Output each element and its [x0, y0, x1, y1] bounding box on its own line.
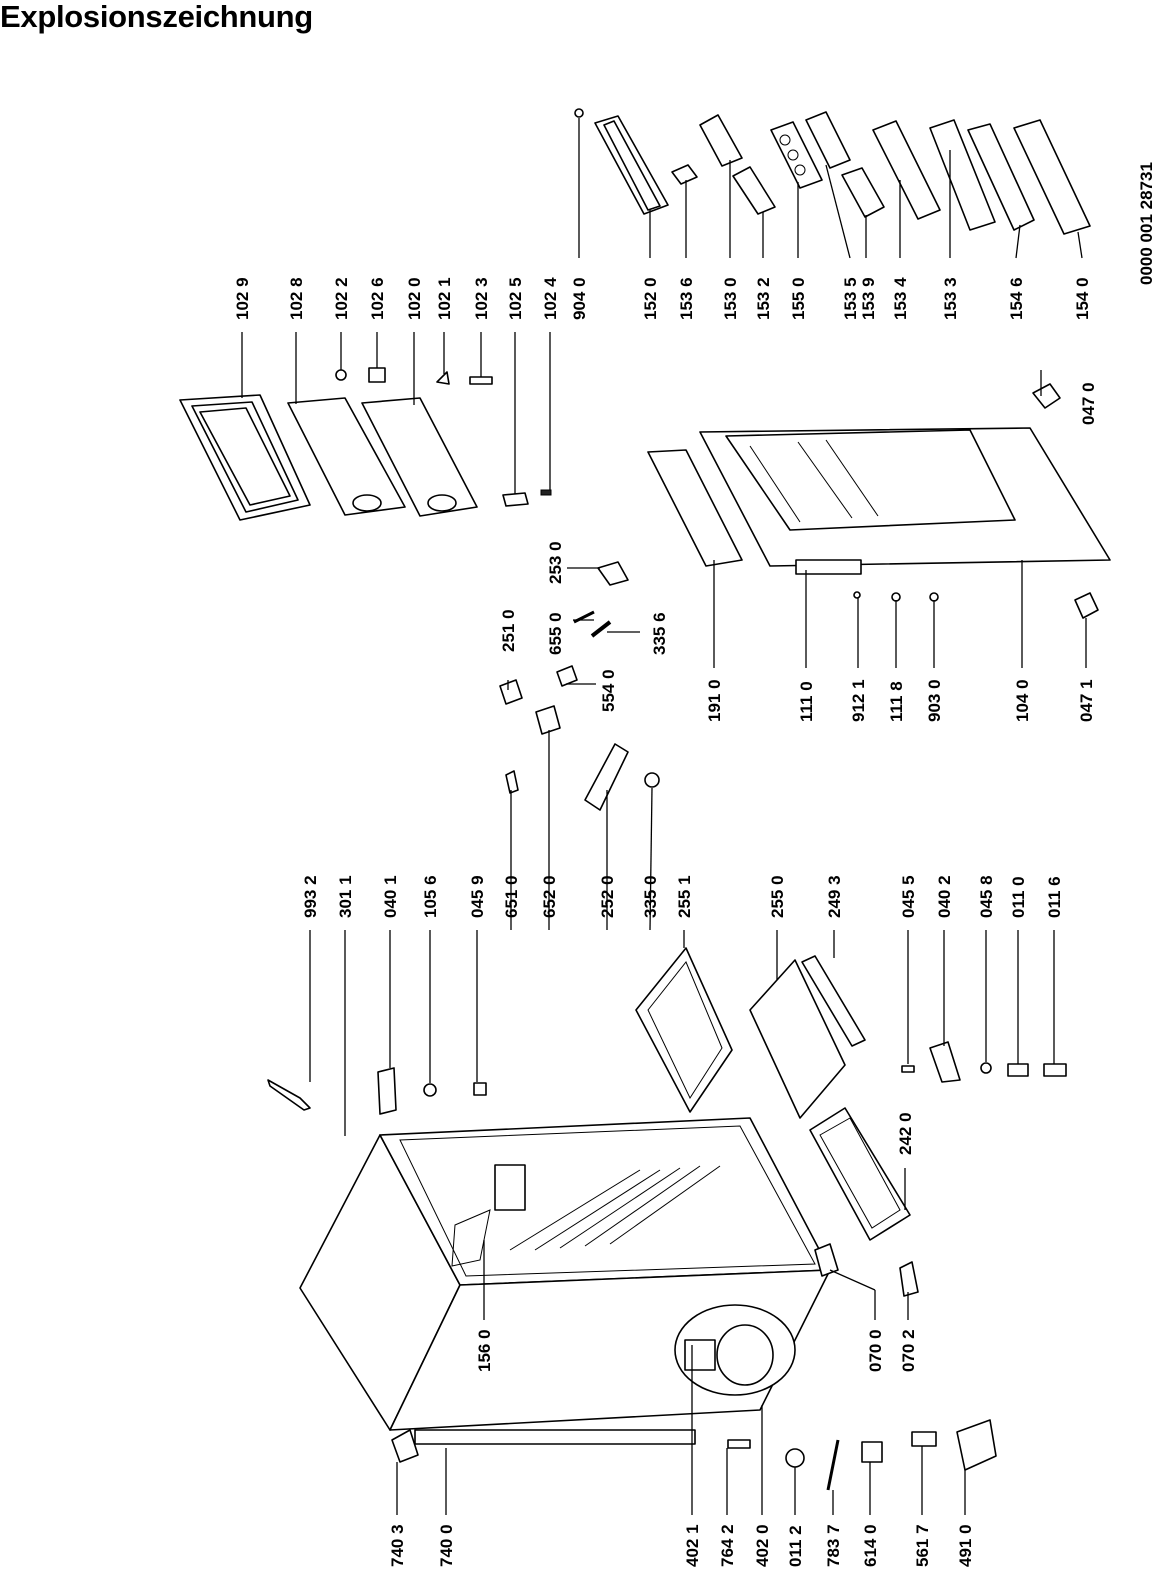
part-number-label: 040 1	[381, 875, 400, 918]
part-number-label: 253 0	[546, 541, 565, 584]
part-number-label: 153 6	[677, 277, 696, 320]
part-number-label: 154 6	[1007, 277, 1026, 320]
part-number-label: 047 1	[1077, 679, 1096, 722]
part-number-label: 491 0	[956, 1524, 975, 1567]
part-number-label: 740 0	[437, 1524, 456, 1567]
part-number-label: 152 0	[641, 277, 660, 320]
part-number-label: 102 2	[332, 277, 351, 320]
part-number-label: 904 0	[570, 277, 589, 320]
part-number-label: 102 5	[506, 277, 525, 320]
loose-parts-bottom	[785, 1243, 997, 1491]
part-number-label: 251 0	[499, 609, 518, 652]
door-part	[699, 427, 1111, 567]
door-gasket-part	[647, 449, 743, 567]
part-number-label: 154 0	[1073, 277, 1092, 320]
part-number-label: 102 8	[287, 277, 306, 320]
part-number-label: 102 0	[405, 277, 424, 320]
part-number-label: 153 4	[891, 277, 910, 320]
door-handle-part	[795, 559, 862, 575]
part-number-label: 011 2	[786, 1525, 805, 1567]
part-number-label: 111 8	[887, 681, 906, 722]
part-number-label: 105 6	[421, 875, 440, 918]
part-number-label: 070 2	[899, 1329, 918, 1372]
part-number-label: 255 1	[675, 875, 694, 918]
part-number-label: 102 9	[233, 277, 252, 320]
part-number-label: 655 0	[546, 612, 565, 655]
part-number-label: 156 0	[475, 1329, 494, 1372]
part-number-label: 912 1	[849, 679, 868, 722]
part-number-label: 249 3	[825, 875, 844, 918]
freezer-flap-part	[287, 397, 406, 516]
part-labels: 102 9 102 8 102 2 102 6 102 0 102 1 102 …	[233, 277, 1098, 1567]
control-parts	[499, 561, 660, 811]
part-number-label: 554 0	[599, 669, 618, 712]
part-number-label: 993 2	[301, 875, 320, 918]
part-number-label: 740 3	[388, 1524, 407, 1567]
part-number-label: 191 0	[705, 679, 724, 722]
part-number-label: 652 0	[540, 875, 559, 918]
part-number-label: 070 0	[866, 1329, 885, 1372]
part-number-label: 102 3	[472, 277, 491, 320]
part-number-label: 764 2	[718, 1524, 737, 1567]
freezer-cover-part	[361, 397, 478, 517]
part-number-label: 102 4	[541, 277, 560, 320]
part-number-label: 111 0	[797, 681, 816, 722]
glass-shelf-part	[749, 955, 866, 1119]
part-number-label: 104 0	[1013, 679, 1032, 722]
door-shelf-part	[594, 115, 669, 215]
part-number-label: 102 6	[368, 277, 387, 320]
part-number-label: 252 0	[598, 875, 617, 918]
leader-lines	[241, 118, 1087, 1515]
part-number-label: 045 8	[977, 875, 996, 918]
part-number-label: 335 6	[650, 612, 669, 655]
part-number-label: 301 1	[336, 875, 355, 918]
page-title: Explosionszeichnung	[0, 0, 313, 34]
hinge-parts-door	[853, 383, 1099, 619]
freezer-frame-part	[179, 394, 311, 521]
part-number-label: 783 7	[824, 1524, 843, 1567]
part-number-label: 155 0	[789, 277, 808, 320]
part-number-label: 153 2	[754, 277, 773, 320]
door-rack-part	[872, 119, 1091, 235]
small-hardware-parts	[267, 1041, 1067, 1115]
small-box-parts	[805, 111, 885, 218]
part-number-label: 402 0	[753, 1524, 772, 1567]
bottle-clip-part	[671, 164, 698, 185]
part-number-label: 903 0	[925, 679, 944, 722]
compressor-part	[674, 1304, 796, 1396]
part-number-label: 561 7	[913, 1524, 932, 1567]
part-number-label: 011 0	[1009, 876, 1028, 918]
part-number-label: 651 0	[502, 875, 521, 918]
butter-compartment-part	[699, 114, 776, 215]
glass-shelf-wire-part	[635, 947, 733, 1113]
document-number: 0000 001 28731	[1137, 162, 1156, 285]
egg-tray-part	[770, 121, 823, 189]
vegetable-drawer-part	[809, 1107, 911, 1241]
part-number-label: 153 5	[841, 277, 860, 320]
condenser-part	[391, 1429, 751, 1463]
part-number-label: 040 2	[935, 875, 954, 918]
part-number-label: 045 5	[899, 875, 918, 918]
part-number-label: 255 0	[768, 875, 787, 918]
part-number-label: 335 0	[641, 875, 660, 918]
part-number-label: 011 6	[1045, 876, 1064, 918]
part-number-label: 045 9	[468, 875, 487, 918]
part-number-label: 102 1	[435, 277, 454, 320]
part-number-label: 242 0	[896, 1112, 915, 1155]
part-number-label: 402 1	[683, 1524, 702, 1567]
part-number-label: 047 0	[1079, 382, 1098, 425]
part-number-label: 614 0	[861, 1524, 880, 1567]
part-number-label: 153 0	[721, 277, 740, 320]
part-number-label: 153 9	[859, 277, 878, 320]
part-number-label: 153 3	[941, 277, 960, 320]
